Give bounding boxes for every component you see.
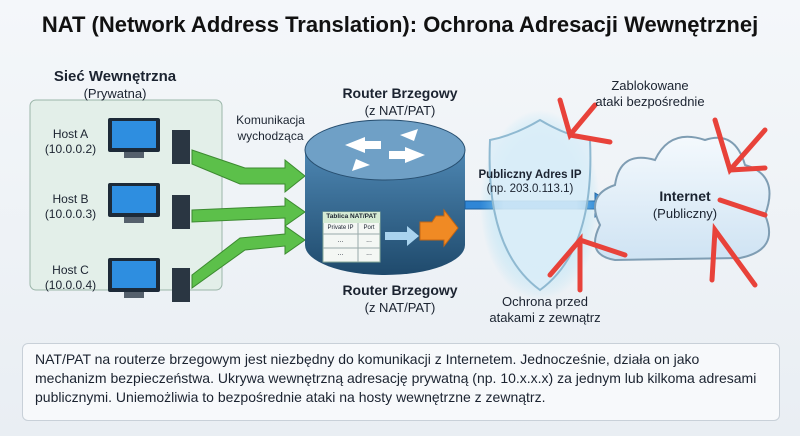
protection-label-2: atakami z zewnątrz: [489, 310, 601, 325]
nat-table-cell: ...: [366, 237, 372, 244]
internet-sub: (Publiczny): [652, 206, 718, 221]
caption-box: NAT/PAT na routerze brzegowym jest niezb…: [22, 343, 780, 421]
nat-table-header-port: Port: [363, 225, 375, 231]
outgoing-arrows: [191, 149, 306, 289]
blocked-attack-arrows: [547, 97, 768, 293]
outgoing-label-2: wychodząca: [237, 129, 304, 143]
host-c-ip: (10.0.0.4): [44, 278, 97, 292]
nat-table: [322, 211, 381, 263]
blocked-label-1: Zablokowane: [611, 78, 689, 93]
internal-network-sub: (Prywatna): [83, 86, 147, 101]
nat-table-header-ip: Private IP: [327, 225, 354, 231]
host-a-name: Host A: [52, 127, 89, 141]
nat-arrow: [385, 226, 419, 246]
outgoing-label-1: Komunikacja: [236, 113, 305, 127]
internet-name: Internet: [659, 188, 711, 204]
router-bottom-name: Router Brzegowy: [342, 282, 458, 298]
host-a-ip: (10.0.0.2): [44, 142, 97, 156]
nat-table-cell: ...: [337, 250, 344, 257]
public-ip-label: Publiczny Adres IP: [478, 169, 582, 181]
blocked-label-2: ataki bezpośrednie: [595, 94, 705, 109]
nat-table-title: Tablica NAT/PAT: [326, 213, 377, 220]
host-b-name: Host B: [52, 192, 89, 206]
router-top-name: Router Brzegowy: [342, 85, 458, 101]
host-c-name: Host C: [52, 263, 89, 277]
host-c-computer[interactable]: [108, 258, 190, 302]
nat-table-cell: ...: [337, 237, 344, 244]
folder-arrow-icon: [419, 208, 459, 248]
internal-network-title: Sieć Wewnętrzna: [53, 68, 177, 85]
router-bottom-sub: (z NAT/PAT): [364, 300, 436, 315]
host-b-ip: (10.0.0.3): [44, 207, 97, 221]
public-ip-value: (np. 203.0.113.1): [486, 183, 574, 195]
page-title: NAT (Network Address Translation): Ochro…: [41, 12, 759, 37]
host-a-computer[interactable]: [108, 118, 190, 164]
protection-label-1: Ochrona przed: [502, 294, 588, 309]
nat-table-cell: ...: [366, 250, 372, 257]
router-top-sub: (z NAT/PAT): [364, 103, 436, 118]
host-b-computer[interactable]: [108, 183, 190, 229]
